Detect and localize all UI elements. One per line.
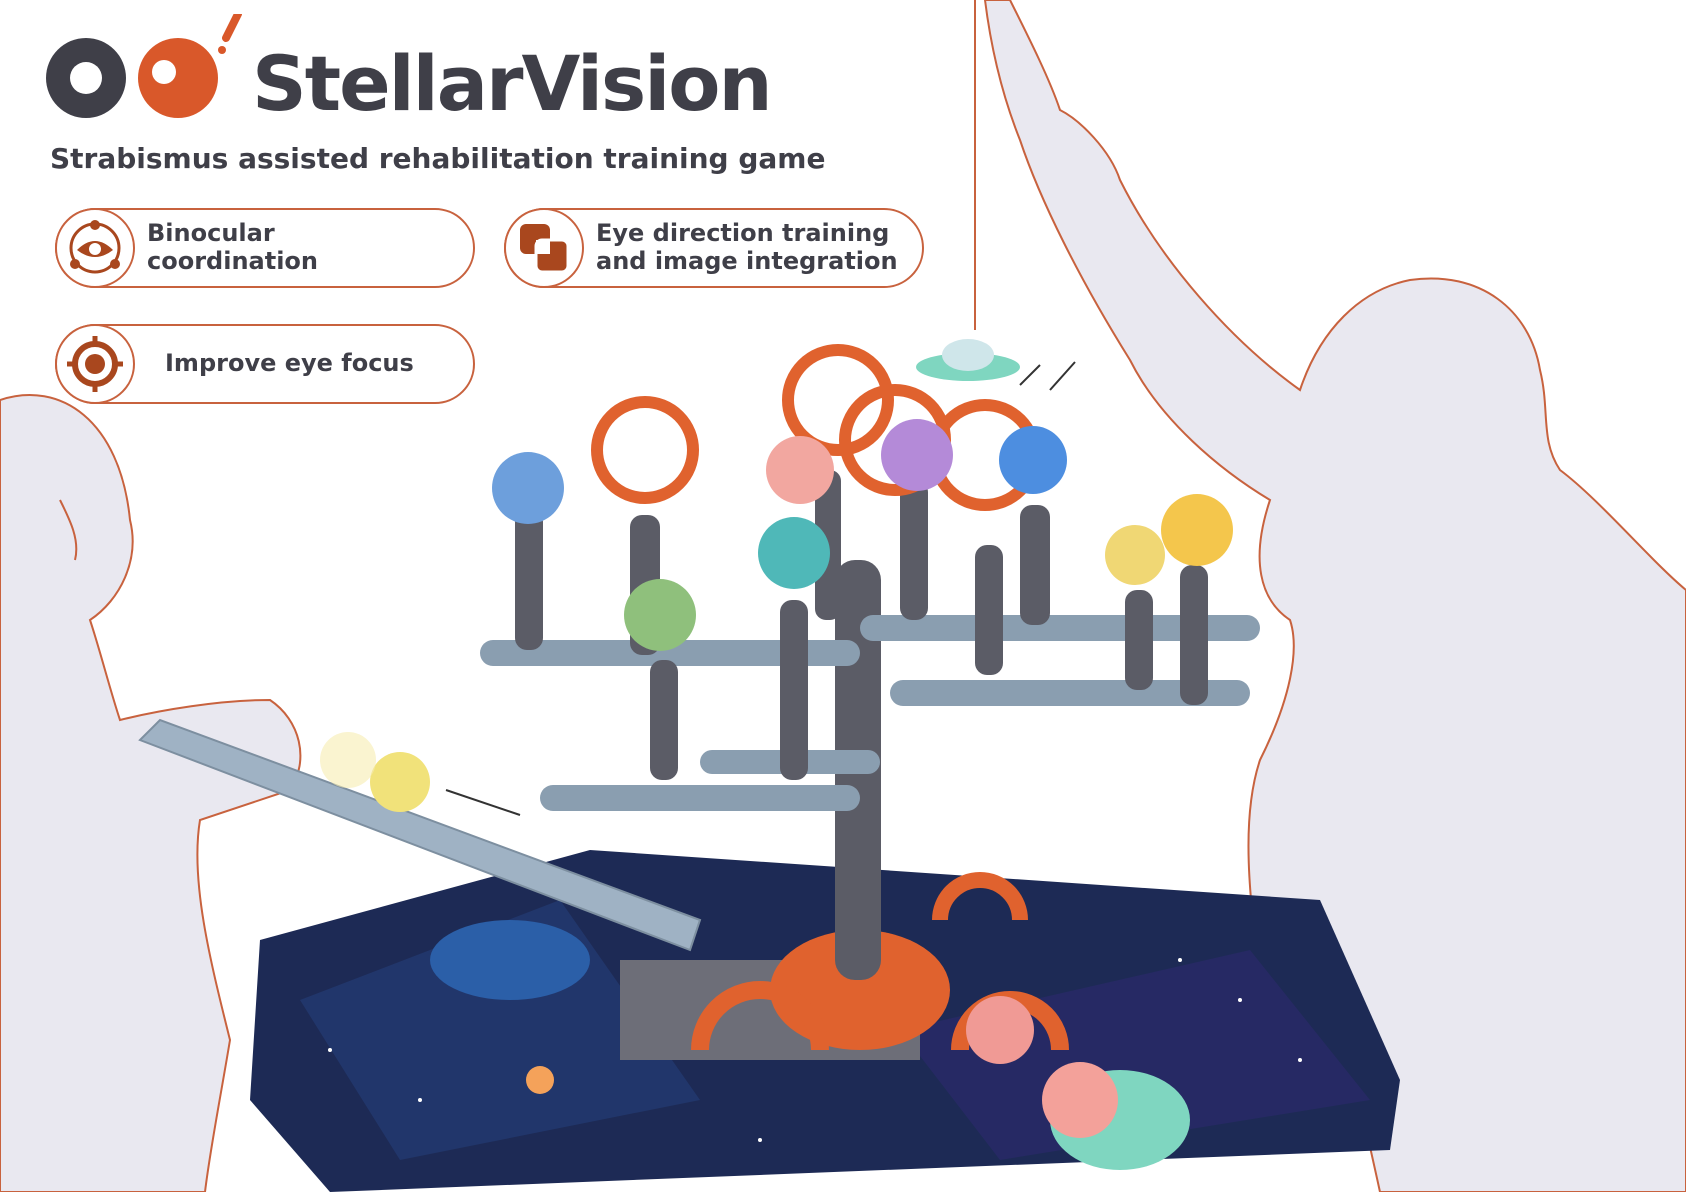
feature-binocular-label: Binocular coordination — [147, 219, 318, 275]
feature-focus-label: Improve eye focus — [165, 349, 414, 378]
feature-eye-direction-training: Eye direction training and image integra… — [504, 208, 924, 288]
feature-binocular-coordination: Binocular coordination — [55, 208, 475, 288]
feature-eye-direction-label: Eye direction training and image integra… — [584, 220, 918, 275]
ufo-toy — [916, 339, 1076, 391]
stellarvision-logo-icon — [46, 14, 242, 118]
feature-eye-direction-line2: and image integration — [596, 247, 898, 275]
tower-posts — [515, 470, 1208, 780]
ball-launch-ramp — [138, 718, 702, 952]
target-crosshair-icon — [55, 324, 135, 404]
tower-branches — [480, 615, 1260, 811]
character-toppers — [492, 419, 1233, 651]
overlapping-squares-icon — [504, 208, 584, 288]
page-subtitle: Strabismus assisted rehabilitation train… — [50, 142, 826, 175]
feature-improve-eye-focus: Improve eye focus — [55, 324, 475, 404]
binocular-coordination-icon — [55, 208, 135, 288]
tower-base — [620, 872, 1118, 1138]
feature-eye-direction-line1: Eye direction training — [596, 219, 890, 248]
brand-title: StellarVision — [252, 39, 773, 128]
left-child-silhouette — [0, 394, 302, 1192]
